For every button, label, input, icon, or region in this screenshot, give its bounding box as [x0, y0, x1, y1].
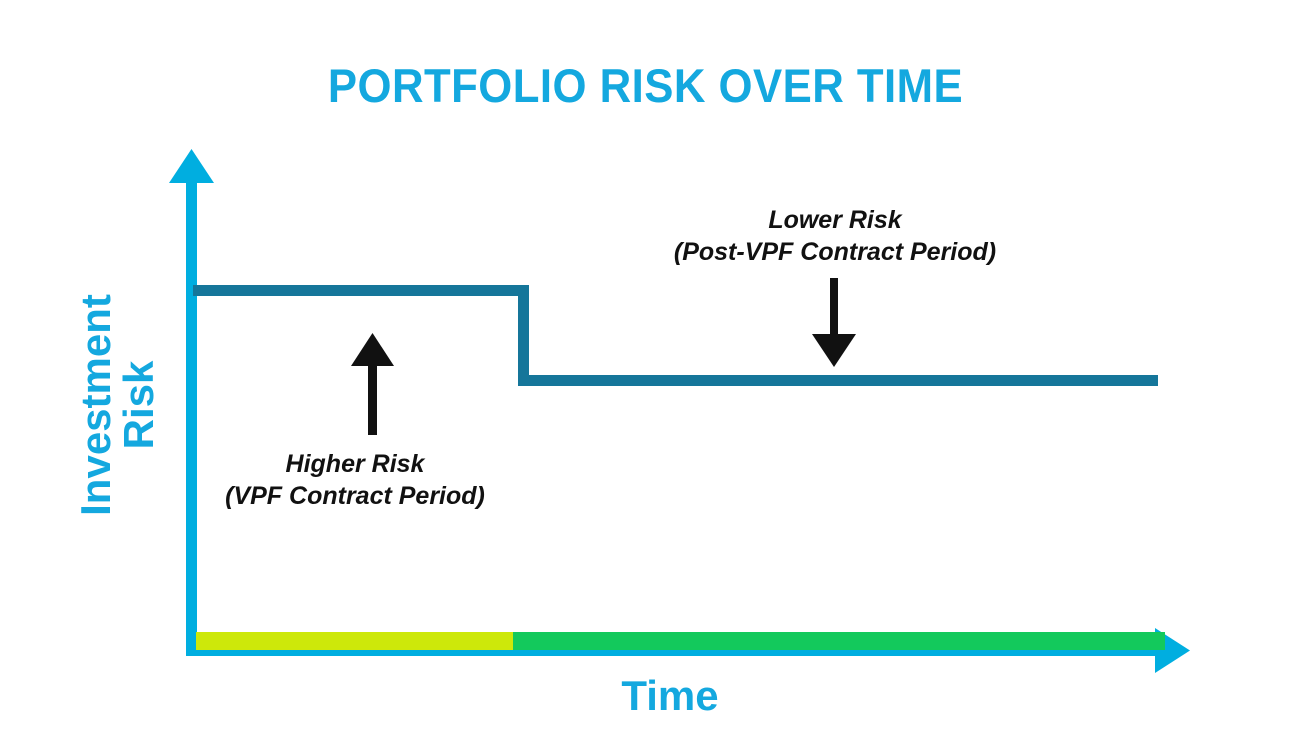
lower-risk-arrow-icon [812, 278, 856, 367]
higher-risk-arrow-icon [351, 333, 394, 435]
annotation-lower-risk: Lower Risk (Post-VPF Contract Period) [620, 204, 1050, 268]
x-axis-line [186, 645, 1162, 656]
period-band-vpf [196, 632, 513, 650]
period-band-post-vpf [513, 632, 1165, 650]
y-axis-arrow-icon [169, 149, 214, 183]
risk-line-step-drop [518, 285, 529, 386]
annotation-higher-risk-line2: (VPF Contract Period) [225, 482, 485, 510]
y-axis-label-line1: Investment [71, 294, 119, 516]
y-axis-line [186, 176, 197, 656]
x-axis-arrow-icon [1155, 628, 1190, 673]
annotation-higher-risk: Higher Risk (VPF Contract Period) [175, 448, 535, 512]
y-axis-label: Investment Risk [52, 260, 182, 550]
x-axis-label: Time [621, 672, 719, 719]
risk-line-high-segment [193, 285, 529, 296]
risk-line-low-segment [518, 375, 1158, 386]
annotation-lower-risk-line1: Lower Risk [768, 206, 902, 234]
annotation-higher-risk-line1: Higher Risk [285, 450, 425, 478]
page-title: PORTFOLIO RISK OVER TIME [327, 59, 964, 112]
annotation-lower-risk-line2: (Post-VPF Contract Period) [673, 238, 997, 266]
y-axis-label-line2: Risk [115, 360, 162, 450]
